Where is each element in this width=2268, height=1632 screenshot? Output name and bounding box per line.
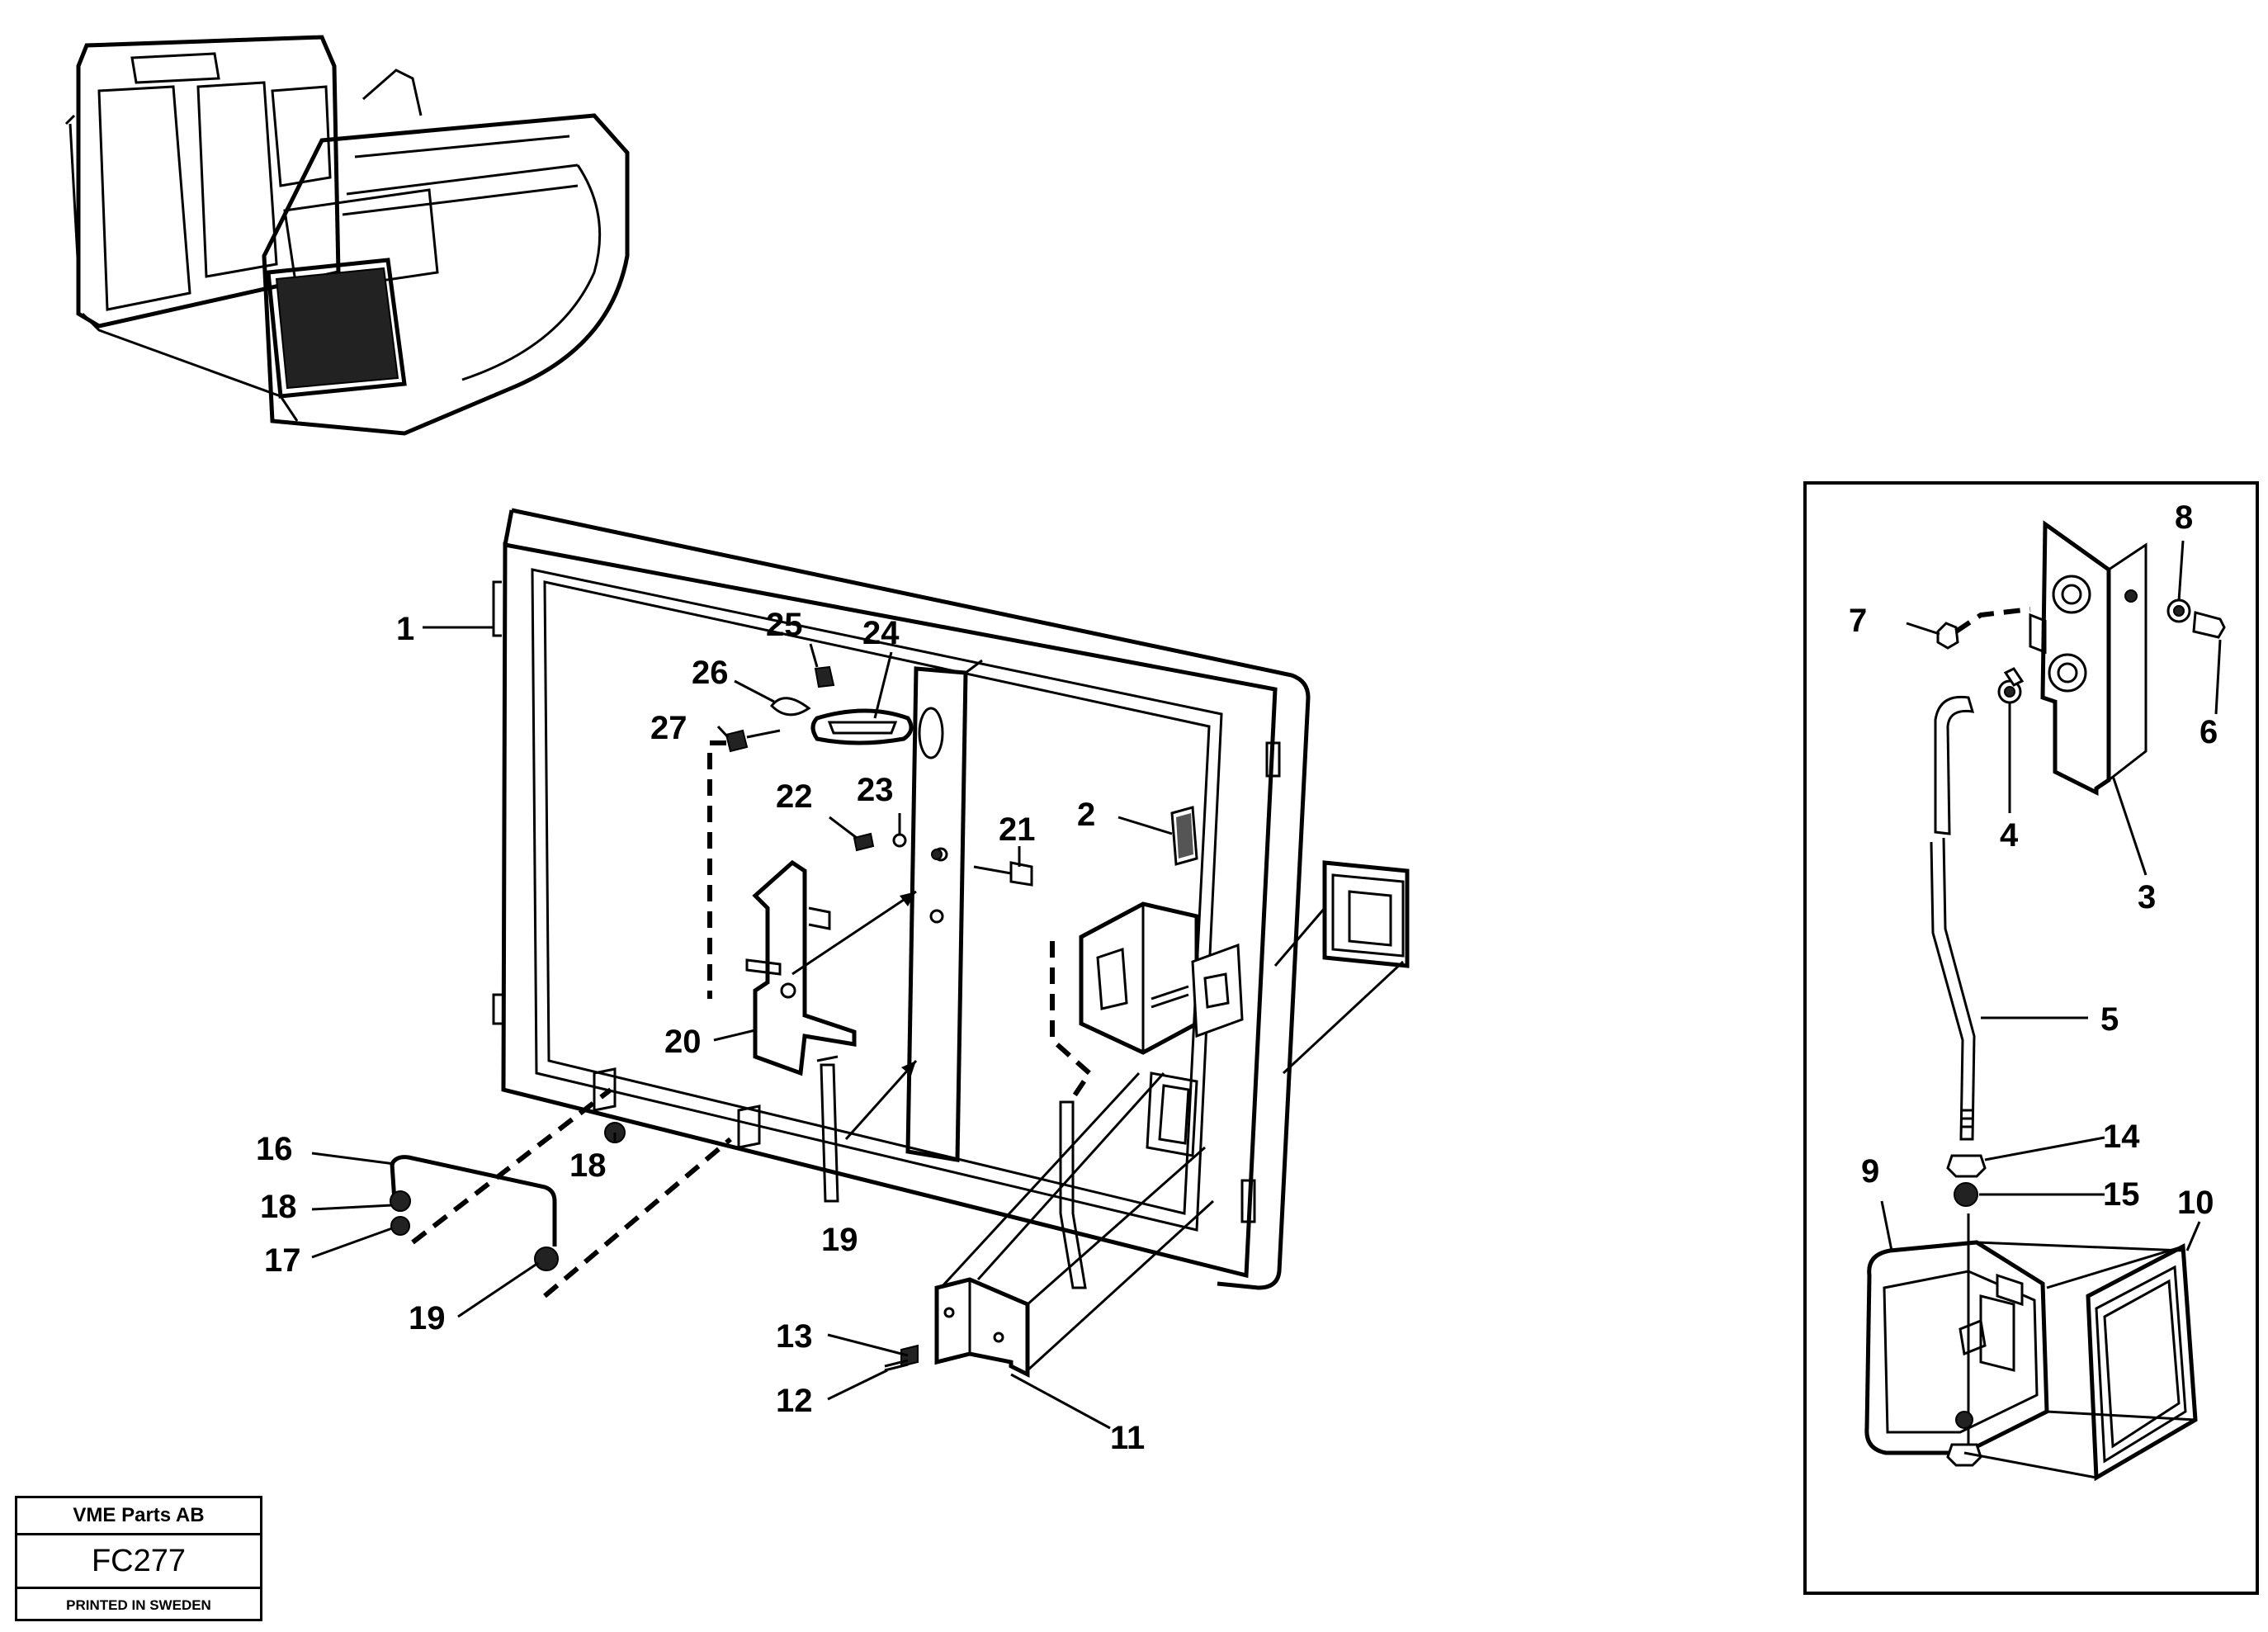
callout-19-center: 19 (821, 1222, 858, 1258)
callout-18-left: 18 (260, 1189, 297, 1225)
printed-note: PRINTED IN SWEDEN (66, 1597, 211, 1613)
callout-5: 5 (2100, 1001, 2119, 1038)
callout-12: 12 (776, 1383, 813, 1419)
callout-9: 9 (1861, 1153, 1879, 1190)
callout-25: 25 (766, 607, 803, 643)
callout-23: 23 (857, 772, 894, 808)
figure-code: FC277 (17, 1535, 260, 1589)
callout-13: 13 (776, 1318, 813, 1355)
callout-15: 15 (2103, 1176, 2140, 1213)
callout-20: 20 (664, 1024, 702, 1060)
callout-18-right: 18 (569, 1147, 607, 1184)
callout-16: 16 (256, 1131, 293, 1167)
callout-3: 3 (2138, 879, 2156, 915)
inset-detail (1803, 481, 2259, 1595)
callout-17: 17 (264, 1242, 301, 1279)
title-block: VME Parts AB FC277 PRINTED IN SWEDEN (15, 1496, 262, 1621)
callout-7: 7 (1849, 603, 1867, 639)
callout-1: 1 (396, 611, 414, 647)
callout-14: 14 (2103, 1119, 2140, 1155)
callout-22: 22 (776, 778, 813, 815)
callout-21: 21 (999, 811, 1036, 848)
callout-2: 2 (1077, 797, 1095, 833)
callout-11: 11 (1110, 1420, 1145, 1456)
callout-24: 24 (862, 615, 900, 651)
excavator-overview (64, 35, 630, 436)
company-name: VME Parts AB (17, 1498, 260, 1535)
callout-26: 26 (692, 655, 729, 691)
main-callouts: 1 2 11 12 13 16 17 18 18 19 19 20 21 22 … (256, 607, 1145, 1456)
callout-4: 4 (2000, 817, 2019, 854)
main-assembly (390, 508, 1410, 1379)
callout-27: 27 (650, 710, 687, 746)
inset-callouts: 3 4 5 6 7 8 9 10 14 15 (1849, 499, 2218, 1221)
callout-8: 8 (2175, 499, 2193, 536)
callout-19-left: 19 (409, 1300, 446, 1336)
callout-10: 10 (2177, 1185, 2214, 1221)
callout-6: 6 (2199, 714, 2218, 750)
leader-lines (311, 540, 2222, 1430)
